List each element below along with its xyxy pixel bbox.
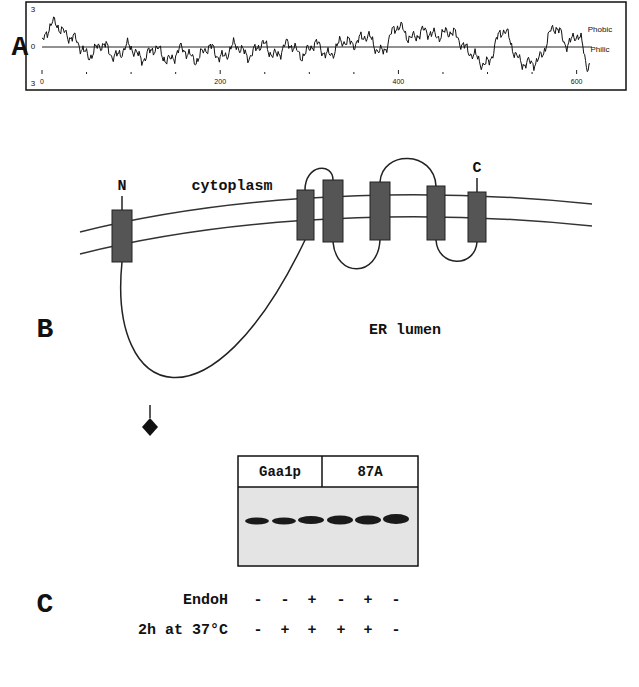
axis-tick [309,72,310,74]
header-rule [238,486,418,488]
terminus-label: N [117,179,126,194]
sample-label: 87A [357,465,382,479]
band [383,514,409,524]
axis-tick [353,72,354,74]
band [272,518,296,525]
blot-background [238,487,418,566]
axis-tick [175,72,176,74]
tm-segment [370,182,390,240]
compartment-label: cytoplasm [191,179,272,194]
tm-segment [427,186,445,240]
panel-letter: C [37,591,54,619]
axis-tick [576,70,577,74]
axis-value: 200 [214,78,226,85]
axis-tick [86,72,87,74]
protein-bands [245,514,409,525]
treatment-label: 2h at 37°C [138,623,228,638]
tm-segment [297,190,314,240]
axis-tick [487,72,488,74]
axis-tick [220,70,221,74]
band [298,516,324,524]
axis-ticks [42,70,577,74]
tm-segment [112,210,132,262]
treatment-sign: - [253,593,262,608]
treatment-sign: + [363,593,372,608]
terminus-label: C [472,161,481,176]
tm-segment [323,180,343,242]
treatment-sign: - [391,593,400,608]
lumenal-loop [436,240,477,261]
treatment-sign: - [280,593,289,608]
sample-label: Gaa1p [259,465,301,479]
axis-value: 0 [40,78,44,85]
panel-letter: A [12,34,29,62]
treatment-sign: - [391,623,400,638]
n-terminus-tail [121,196,123,210]
treatment-sign: + [363,623,372,638]
axis-tick [131,72,132,74]
treatment-sign: + [280,623,289,638]
c-terminus-tail [476,178,478,192]
blot-frame [238,456,418,566]
axis-value: 400 [393,78,405,85]
band [355,516,381,525]
axis-value: 3 [31,80,35,88]
transmembrane-segments [112,180,486,262]
hydropathy-curve [42,17,590,72]
compartment-label: ER lumen [369,323,441,338]
treatment-sign: + [336,623,345,638]
treatment-sign: + [307,593,316,608]
glycan-stem [149,405,151,418]
treatment-sign: + [307,623,316,638]
axis-tick [442,72,443,74]
header-divider [321,456,323,487]
axis-tick [264,72,265,74]
axis-value: 600 [571,78,583,85]
lumenal-loop [333,240,380,269]
axis-label: Phobic [588,26,612,34]
axis-label: Philic [590,46,609,54]
axis-tick [398,70,399,74]
glycosylation-diamond [142,418,158,436]
axis-value: 0 [31,43,35,51]
band [245,518,269,525]
treatment-label: EndoH [183,593,228,608]
axis-tick [42,70,43,74]
axis-value: 3 [31,6,35,14]
treatment-sign: - [253,623,262,638]
lumenal-loop [121,238,306,378]
zero-axis [42,47,592,48]
plot-frame [26,2,626,90]
tm-segment [468,192,486,242]
panel-letter: B [37,316,54,344]
axis-tick [532,72,533,74]
band [327,516,353,525]
treatment-sign: - [336,593,345,608]
